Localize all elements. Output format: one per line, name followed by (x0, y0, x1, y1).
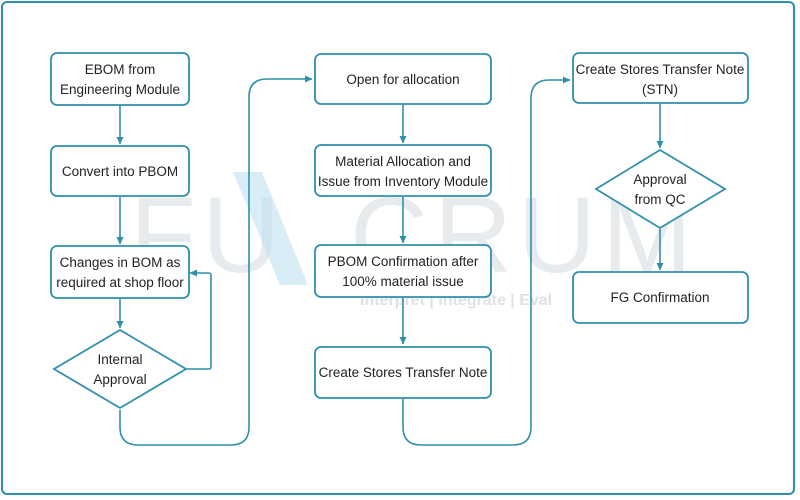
node-stores-transfer-note: Create Stores Transfer Note (314, 346, 492, 399)
node-stn-line1: Create Stores Transfer Note (576, 62, 745, 77)
decision-approval-qc-line2: from QC (634, 192, 685, 207)
node-stn-line2: (STN) (642, 82, 678, 97)
node-changes-bom-line2: required at shop floor (56, 275, 184, 290)
decision-internal-approval-line2: Approval (93, 372, 146, 387)
node-material-allocation-line1: Material Allocation and (335, 154, 471, 169)
node-fg-confirmation: FG Confirmation (572, 271, 749, 324)
arrow-approval-to-open-allocation (119, 75, 313, 446)
connectors (116, 75, 664, 446)
decision-approval-qc-line1: Approval (633, 172, 686, 187)
decision-internal-approval: Internal Approval (52, 328, 188, 410)
node-stores-transfer-note-stn: Create Stores Transfer Note (STN) (572, 52, 749, 104)
arrow-stn-to-create-stn (402, 76, 571, 446)
node-material-allocation-line2: Issue from Inventory Module (318, 174, 488, 189)
node-stores-transfer-note-label: Create Stores Transfer Note (319, 365, 488, 380)
node-convert-pbom: Convert into PBOM (50, 145, 190, 197)
node-open-allocation: Open for allocation (314, 53, 492, 105)
decision-approval-qc: Approval from QC (594, 148, 727, 230)
node-ebom: EBOM from Engineering Module (50, 52, 190, 106)
node-pbom-confirmation-line2: 100% material issue (342, 274, 464, 289)
node-material-allocation: Material Allocation and Issue from Inven… (314, 144, 492, 197)
arrow-approval-loopback (186, 269, 212, 370)
node-convert-pbom-label: Convert into PBOM (62, 164, 178, 179)
node-changes-bom-line1: Changes in BOM as (60, 255, 181, 270)
node-ebom-line2: Engineering Module (60, 82, 180, 97)
node-pbom-confirmation: PBOM Confirmation after 100% material is… (314, 244, 492, 298)
node-pbom-confirmation-line1: PBOM Confirmation after (328, 254, 479, 269)
node-changes-bom: Changes in BOM as required at shop floor (50, 245, 190, 299)
node-open-allocation-label: Open for allocation (346, 72, 459, 87)
decision-internal-approval-line1: Internal (97, 352, 142, 367)
node-fg-confirmation-label: FG Confirmation (610, 290, 709, 305)
watermark-lambda-icon (233, 172, 308, 285)
node-ebom-line1: EBOM from (85, 62, 156, 77)
